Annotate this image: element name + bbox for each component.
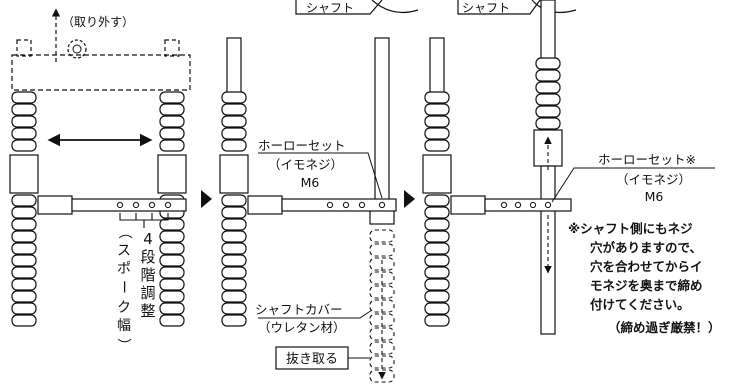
shaft-label-right: シャフト	[462, 1, 510, 15]
svg-text:4: 4	[143, 230, 153, 248]
svg-text:）: ）	[115, 338, 131, 352]
panel-1: （取り外す） 4 段 階 調 整	[9, 8, 191, 352]
svg-text:※シャフト側にもネジ: ※シャフト側にもネジ	[568, 221, 693, 236]
imoneji-label-3: （イモネジ）	[616, 172, 691, 187]
shaft-label-left: シャフト	[306, 1, 354, 15]
spoke-width-adjust-label: 4 段 階 調 整	[140, 230, 155, 320]
shaft-cover-label: シャフトカバー	[255, 302, 343, 317]
panel-2: ホーローセット （イモネジ） M6 シャフトカバー （ウレタン材） 抜き取る	[219, 37, 397, 383]
screw-circle-icon	[67, 39, 87, 59]
svg-text:（締め過ぎ厳禁！）: （締め過ぎ厳禁！）	[608, 320, 721, 335]
svg-text:ポ: ポ	[117, 261, 131, 277]
removable-top-block	[11, 54, 191, 91]
svg-text:整: 整	[140, 302, 155, 320]
set-screw-label: ホーローセット	[258, 138, 346, 153]
svg-text:ー: ー	[115, 280, 131, 294]
top-callout-shaft-right: シャフト	[457, 0, 577, 15]
svg-text:階: 階	[140, 266, 155, 284]
play-arrow-icon	[404, 190, 415, 208]
m6-label: M6	[301, 175, 320, 190]
play-arrow-icon	[201, 190, 212, 208]
svg-text:穴を合わせてからイ: 穴を合わせてからイ	[590, 259, 703, 274]
set-screw-label-3: ホーローセット※	[598, 152, 696, 167]
svg-text:穴がありますので、: 穴がありますので、	[590, 240, 702, 255]
panel-3: ホーローセット※ （イモネジ） M6 ※シャフト側にもネジ 穴がありますので、 …	[422, 0, 721, 335]
svg-text:付けてください。: 付けてください。	[590, 297, 690, 312]
pull-out-label: 抜き取る	[286, 351, 338, 367]
m6-label-3: M6	[645, 189, 664, 204]
urethane-label: （ウレタン材）	[258, 320, 346, 335]
svg-text:（: （	[116, 225, 132, 239]
svg-text:ク: ク	[117, 300, 131, 316]
svg-text:モネジを奥まで締め: モネジを奥まで締め	[590, 278, 703, 293]
spoke-width-paren-label: （ ス ポ ー ク 幅 ）	[115, 225, 132, 352]
svg-text:ス: ス	[117, 243, 131, 259]
svg-text:段: 段	[140, 248, 155, 266]
remove-label: （取り外す）	[62, 15, 134, 29]
top-callout-shaft-left: シャフト	[295, 0, 419, 15]
caution-note: ※シャフト側にもネジ 穴がありますので、 穴を合わせてからイ モネジを奥まで締め…	[568, 221, 721, 335]
svg-text:幅: 幅	[117, 318, 131, 334]
imoneji-label: （イモネジ）	[268, 157, 343, 172]
svg-text:調: 調	[140, 284, 155, 302]
